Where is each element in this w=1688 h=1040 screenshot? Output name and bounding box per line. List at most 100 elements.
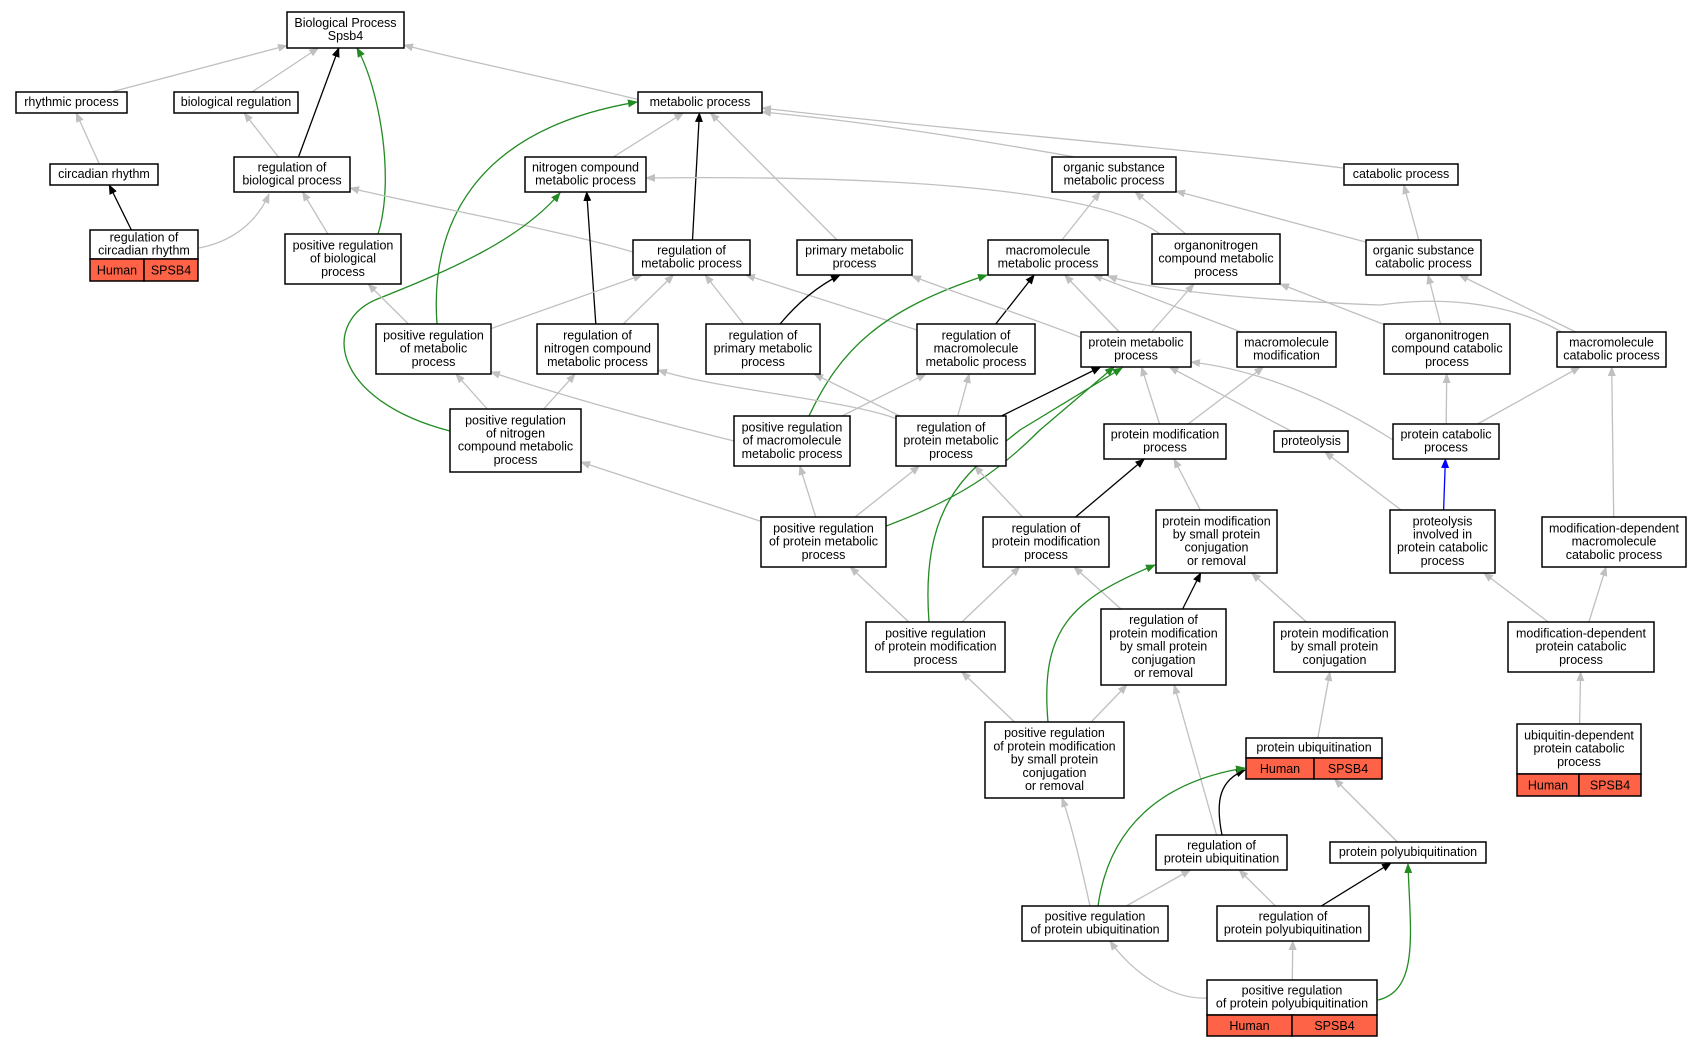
node-label-line: catabolic process — [1375, 257, 1472, 271]
node-label-line: conjugation — [1132, 653, 1196, 667]
edge-is-a-moddepmacro-to-macrocat — [1607, 366, 1616, 518]
edge-positively-regulates-posregprotmod-to-protmod — [927, 367, 1123, 623]
node-box — [1556, 331, 1667, 368]
node-label-line: compound catabolic — [1391, 342, 1502, 356]
node-label-line: organonitrogen — [1405, 328, 1489, 342]
node-label-line: regulation of — [1259, 910, 1328, 924]
annotation-species: Human — [1260, 762, 1300, 776]
node-moddepmacro[interactable]: modification-dependentmacromoleculecatab… — [1541, 516, 1687, 568]
edge-is-a-macromod-to-macromet — [1092, 274, 1242, 333]
node-label-line: process — [914, 653, 958, 667]
node-label-line: regulation of — [729, 328, 798, 342]
node-label-line: of nitrogen — [486, 427, 545, 441]
edge-is-a-organonitro-to-nitrogen — [645, 173, 1161, 235]
node-box — [1080, 331, 1192, 368]
edge-is-a-nitrogen-to-metabolic — [612, 112, 685, 158]
annotation-cell — [1578, 773, 1642, 797]
node-box — [233, 156, 351, 193]
node-label-line: protein ubiquitination — [1256, 741, 1371, 755]
node-label-line: process — [1114, 349, 1158, 363]
edge-is-a-catabolic-to-metabolic — [761, 105, 1344, 169]
edge-is-a-posregmacro-to-regmacro — [841, 373, 927, 417]
node-box — [865, 621, 1006, 673]
edge-is-a-posregprotubiq-to-regprotubiq — [1125, 869, 1192, 907]
node-label-line: regulation of — [563, 328, 632, 342]
node-proteolysis[interactable]: proteolysis — [1273, 430, 1349, 453]
edge-is-a-bioreg-to-bp — [251, 47, 320, 93]
node-box — [1100, 608, 1227, 686]
node-catabolic[interactable]: catabolic process — [1343, 163, 1459, 186]
node-bioreg[interactable]: biological regulation — [173, 91, 299, 114]
edge-is-a-moddepprot-to-proteolysiscat — [1483, 572, 1549, 623]
node-label-line: nitrogen compound — [532, 161, 639, 175]
node-label-line: of protein modification — [874, 640, 996, 654]
node-protpolyubiq[interactable]: protein polyubiquitination — [1329, 841, 1487, 864]
node-circadian[interactable]: circadian rhythm — [49, 163, 159, 186]
edge-is-a-posregprotpoly-to-regprotpoly — [1288, 940, 1297, 981]
edge-is-a-regprotmodsmall-to-regprotmod — [1073, 566, 1122, 610]
node-label-line: process — [833, 257, 877, 271]
annotation-species: Human — [1229, 1019, 1269, 1033]
node-label-line: metabolic process — [650, 95, 751, 109]
node-label-line: protein catabolic — [1533, 742, 1624, 756]
edge-is-a-posregprotmodsmall-to-regprotmodsmall — [1090, 684, 1128, 723]
node-label-line: metabolic process — [547, 355, 648, 369]
node-label-line: protein metabolic — [903, 434, 998, 448]
node-box — [524, 156, 647, 193]
edge-is-a-macrocat-to-macromet — [1107, 275, 1571, 338]
node-box — [1216, 905, 1370, 942]
node-box — [637, 91, 763, 114]
node-label-line: protein metabolic — [1088, 336, 1183, 350]
annotation-gene: SPSB4 — [1314, 1019, 1354, 1033]
node-label-line: by small protein — [1120, 640, 1208, 654]
edge-is-a-organonitrocat-to-orgsubcat — [1426, 274, 1442, 325]
node-rhythmic[interactable]: rhythmic process — [15, 91, 128, 114]
node-label-line: conjugation — [1303, 653, 1367, 667]
node-label-line: positive regulation — [1004, 726, 1105, 740]
node-metabolic[interactable]: metabolic process — [637, 91, 763, 114]
node-label-line: regulation of — [1187, 839, 1256, 853]
node-box — [1103, 423, 1227, 460]
edge-is-a-regnitro-to-regmet — [622, 274, 675, 325]
